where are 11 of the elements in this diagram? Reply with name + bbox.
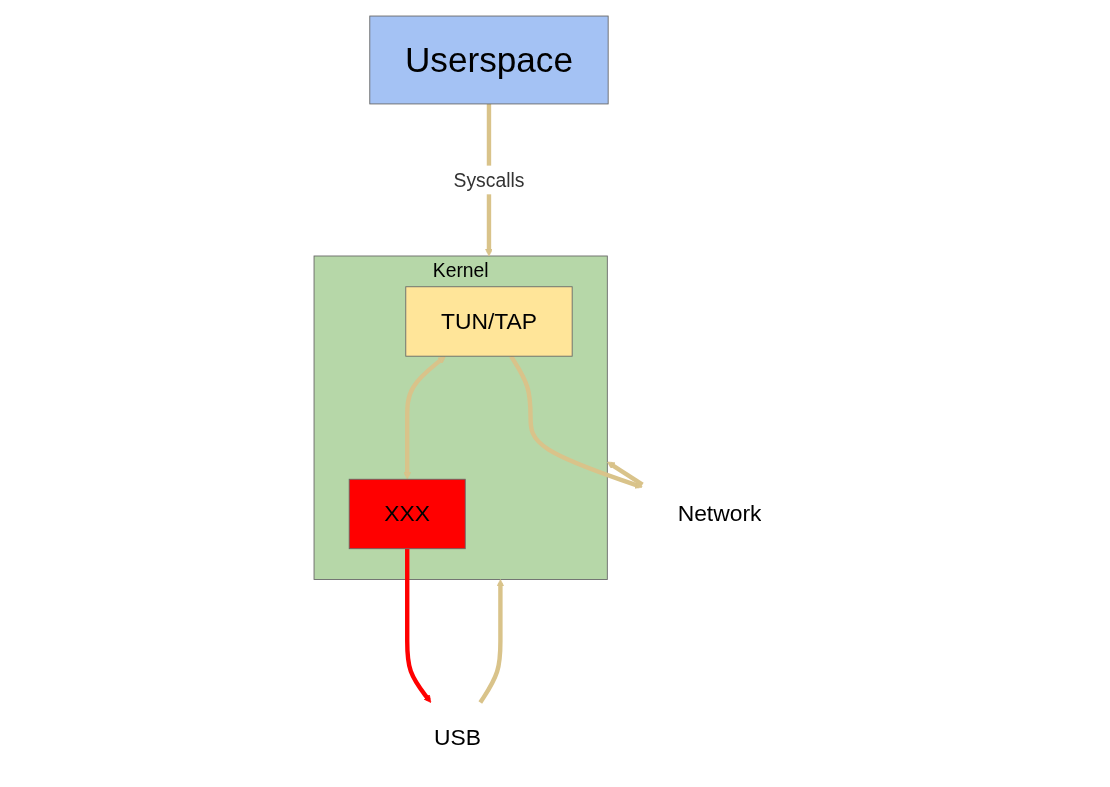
node-box: TUN/TAP [405,285,573,357]
node-box: XXX [348,478,466,549]
node-text: Network [677,499,762,527]
edge-label: Syscalls [453,168,525,191]
node-box: Userspace [369,15,609,104]
arrow [606,461,644,486]
node-text: USB [433,723,481,750]
arrow [404,548,431,703]
arrow [403,355,446,480]
arrow [508,354,643,489]
arrow [478,578,504,704]
